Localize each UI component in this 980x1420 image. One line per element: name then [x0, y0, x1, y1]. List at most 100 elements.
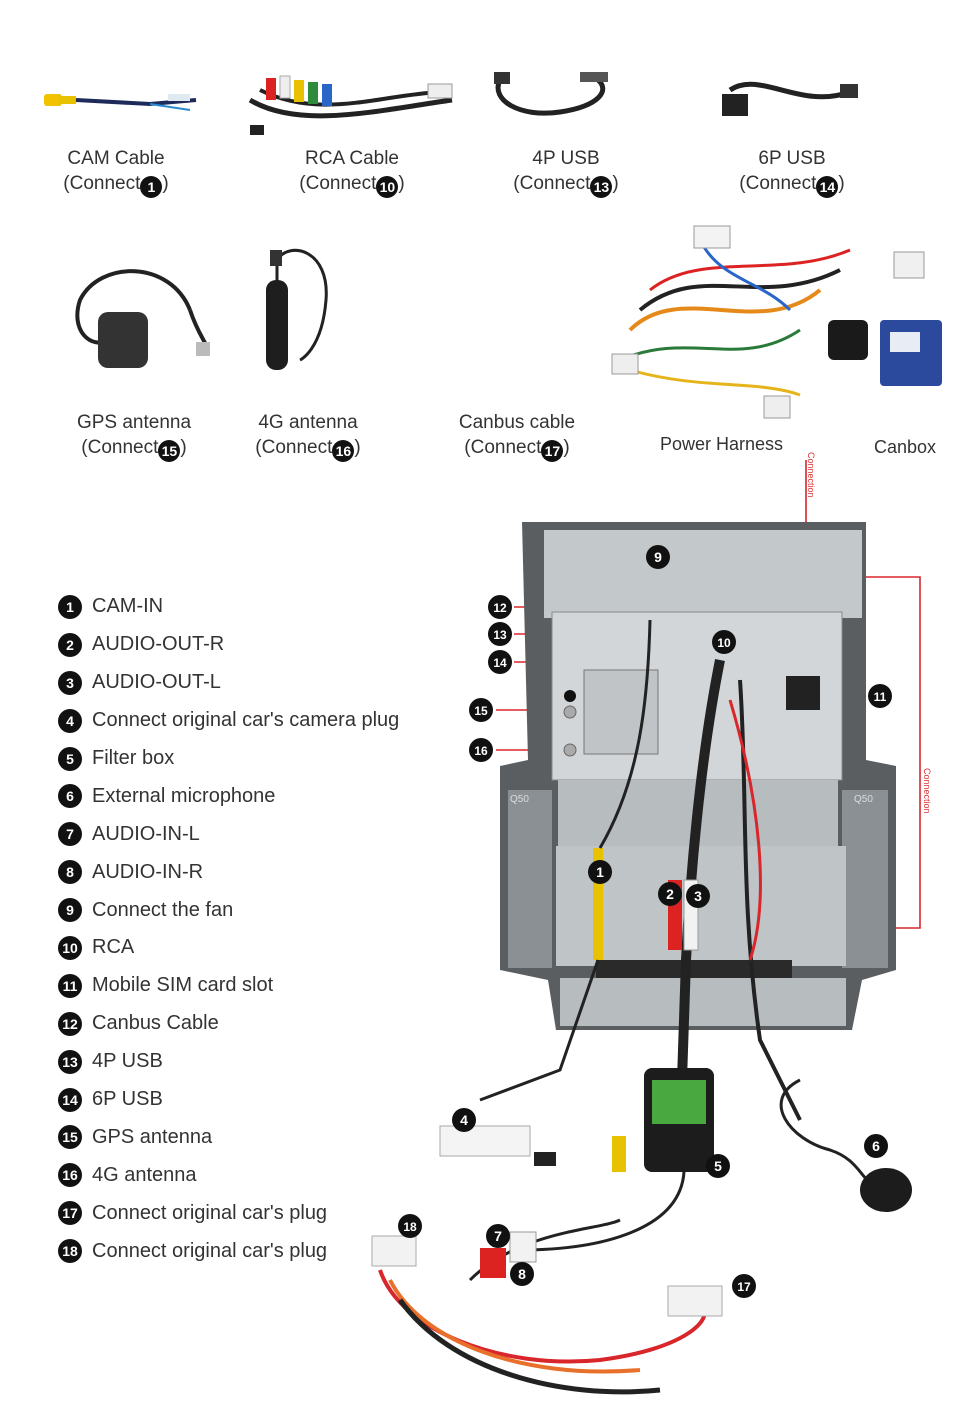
legend-number: 9 [58, 898, 82, 923]
marker-5: 5 [706, 1154, 730, 1178]
svg-text:1: 1 [596, 864, 604, 880]
model-text-left: Q50 [510, 794, 529, 805]
svg-text:12: 12 [493, 601, 507, 615]
accessory-images-top [44, 72, 858, 135]
legend-text: RCA [92, 936, 135, 959]
legend-number: 13 [58, 1049, 82, 1074]
legend-text: CAM-IN [92, 595, 164, 618]
legend-text: Filter box [92, 747, 175, 769]
canbox-image [880, 320, 942, 386]
svg-text:4: 4 [460, 1112, 468, 1128]
svg-text:6: 6 [872, 1138, 880, 1154]
marker-15: 15 [469, 698, 493, 722]
lte-antenna-image [266, 249, 328, 370]
legend-number: 17 [58, 1201, 82, 1226]
legend-number: 15 [58, 1125, 82, 1150]
connection-label-right: Connection [922, 768, 932, 814]
cam-cable-image [44, 94, 197, 111]
marker-9: 9 [646, 545, 670, 569]
accessory-name: CAM Cable [67, 148, 165, 169]
legend-text: Connect the fan [92, 898, 234, 921]
legend-text: Connect original car's camera plug [92, 709, 400, 732]
legend-number: 5 [58, 746, 82, 771]
marker-1: 1 [588, 860, 612, 884]
rca-cable-image [248, 75, 453, 135]
svg-text:15: 15 [474, 704, 488, 718]
usb-6p-image [722, 81, 858, 116]
microphone [860, 1168, 912, 1212]
marker-17: 17 [541, 440, 564, 462]
marker-15: 15 [158, 440, 181, 462]
legend-number: 4 [58, 708, 82, 733]
marker-10: 10 [376, 176, 399, 198]
legend-number: 10 [58, 935, 82, 960]
marker-6: 6 [864, 1134, 888, 1158]
svg-text:13: 13 [493, 628, 507, 642]
svg-text:11: 11 [874, 690, 887, 704]
accessory-images-mid [75, 225, 942, 419]
power-harness-label: Power Harness [660, 434, 784, 454]
camera-plug [439, 1125, 531, 1157]
legend-text: Canbus Cable [92, 1012, 219, 1035]
legend-number: 8 [58, 860, 82, 885]
legend-number: 18 [58, 1239, 82, 1264]
svg-text:3: 3 [694, 888, 702, 904]
legend-item: 9 Connect the fan [58, 891, 399, 929]
accessory-name: 6P USB [758, 148, 826, 169]
svg-text:14: 14 [493, 656, 507, 670]
legend-text: AUDIO-OUT-R [92, 633, 225, 656]
legend-item: 8 AUDIO-IN-R [58, 853, 399, 891]
marker-4: 4 [452, 1108, 476, 1132]
legend-number: 16 [58, 1163, 82, 1188]
marker-16: 16 [332, 440, 355, 462]
svg-text:5: 5 [714, 1158, 722, 1174]
legend-item: 2 AUDIO-OUT-R [58, 626, 399, 664]
accessory-name: Canbus cable [458, 412, 576, 433]
legend-text: GPS antenna [92, 1125, 213, 1148]
legend-number: 2 [58, 632, 82, 657]
marker-1: 1 [140, 176, 163, 198]
marker-17: 17 [732, 1274, 756, 1298]
svg-text:7: 7 [494, 1228, 502, 1244]
gps-antenna-image [75, 269, 210, 368]
legend-number: 12 [58, 1011, 82, 1036]
marker-18: 18 [398, 1214, 422, 1238]
power-harness-image [611, 225, 925, 419]
legend-item: 4 Connect original car's camera plug [58, 702, 399, 740]
marker-10: 10 [712, 630, 736, 654]
legend-number: 11 [58, 973, 82, 998]
marker-7: 7 [486, 1224, 510, 1248]
svg-text:17: 17 [737, 1280, 751, 1294]
legend-text: 4P USB [92, 1050, 163, 1073]
svg-text:18: 18 [403, 1220, 417, 1234]
legend-number: 7 [58, 822, 82, 847]
legend-number: 14 [58, 1087, 82, 1112]
legend-item: 5 Filter box [58, 740, 399, 778]
legend-item: 12 Canbus Cable [58, 1005, 399, 1043]
legend-text: AUDIO-IN-R [92, 860, 204, 883]
marker-12: 12 [488, 595, 512, 619]
accessory-name: RCA Cable [305, 148, 399, 169]
legend-item: 15 GPS antenna [58, 1118, 399, 1156]
